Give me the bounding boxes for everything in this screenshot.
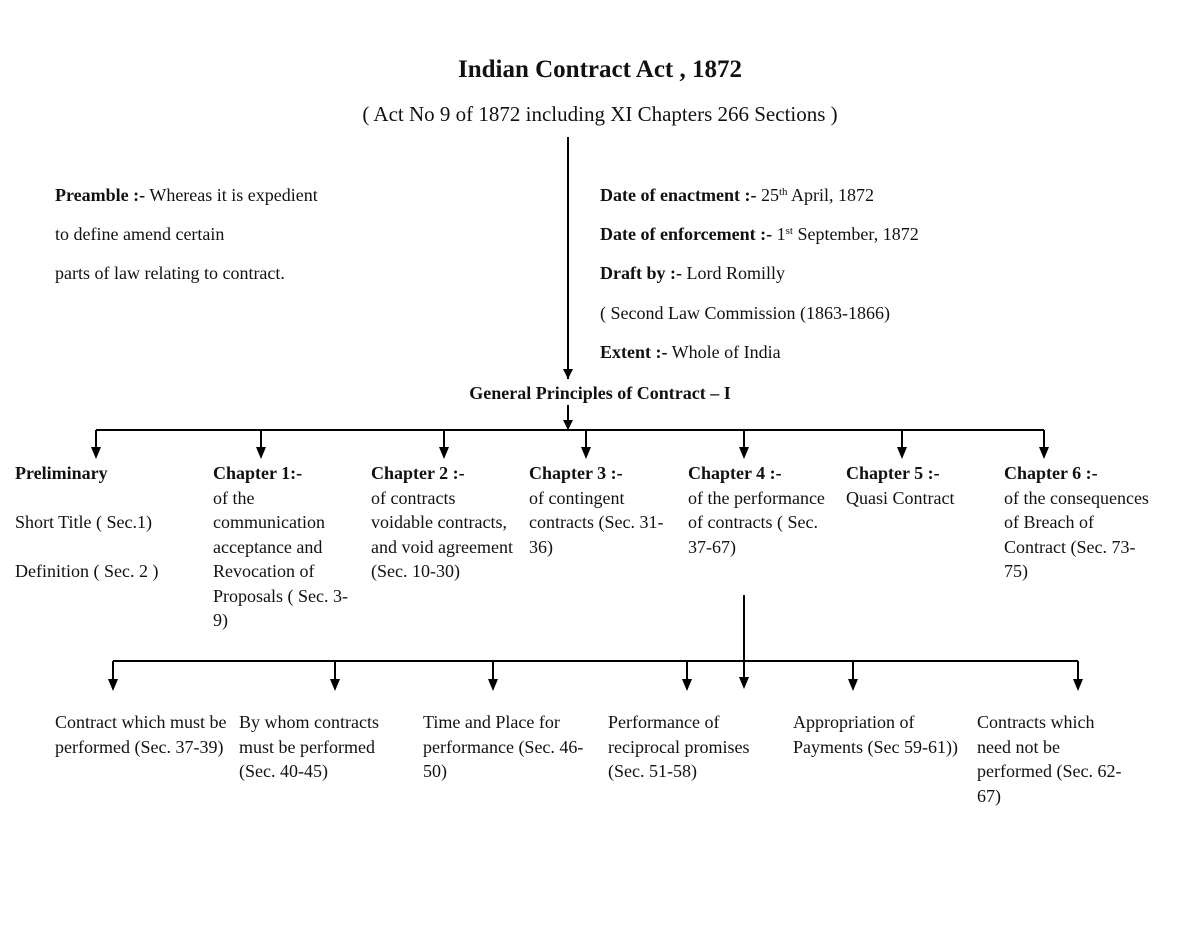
law-commission: ( Second Law Commission (1863-1866) <box>600 303 890 323</box>
preliminary-definition: Definition ( Sec. 2 ) <box>15 561 159 581</box>
general-principles-heading: General Principles of Contract – I <box>469 383 731 403</box>
preamble-line-1: Preamble :- Whereas it is expedient <box>55 185 318 205</box>
subtopic-by-whom: By whom contracts must be performed (Sec… <box>239 712 379 781</box>
chapter-5: Chapter 5 :- Quasi Contract <box>846 463 955 508</box>
date-of-enforcement: Date of enforcement :- 1st September, 18… <box>600 224 919 244</box>
chapter-2: Chapter 2 :- of contracts voidable contr… <box>371 463 513 581</box>
preamble-line-3: parts of law relating to contract. <box>55 263 285 283</box>
extent: Extent :- Whole of India <box>600 342 781 362</box>
subtopic-must-be-performed: Contract which must be performed (Sec. 3… <box>55 712 227 757</box>
chapter-4: Chapter 4 :- of the performance of contr… <box>688 463 825 557</box>
chapter-1: Chapter 1:- of the communication accepta… <box>213 463 348 630</box>
page-title: Indian Contract Act , 1872 <box>457 56 743 83</box>
preamble-line-2: to define amend certain <box>55 224 225 244</box>
preliminary-short-title: Short Title ( Sec.1) <box>15 512 153 532</box>
chapter-6: Chapter 6 :- of the consequences of Brea… <box>1004 463 1149 581</box>
preamble-label: Preamble :- <box>55 185 146 205</box>
chapter-3: Chapter 3 :- of contingent contracts (Se… <box>529 463 664 557</box>
subtopic-reciprocal-promises: Performance of reciprocal promises (Sec.… <box>608 712 750 781</box>
chapter-preliminary: Preliminary Short Title ( Sec.1) Definit… <box>15 461 200 584</box>
subtopic-time-and-place: Time and Place for performance (Sec. 46-… <box>423 712 584 781</box>
subtopic-need-not-be-performed: Contracts which need not be performed (S… <box>977 712 1122 806</box>
subtopic-appropriation-of-payments: Appropriation of Payments (Sec 59-61)) <box>793 712 958 757</box>
page-subtitle: ( Act No 9 of 1872 including XI Chapters… <box>362 102 838 126</box>
date-of-enactment: Date of enactment :- 25th April, 1872 <box>600 185 875 205</box>
draft-by: Draft by :- Lord Romilly <box>600 263 785 283</box>
